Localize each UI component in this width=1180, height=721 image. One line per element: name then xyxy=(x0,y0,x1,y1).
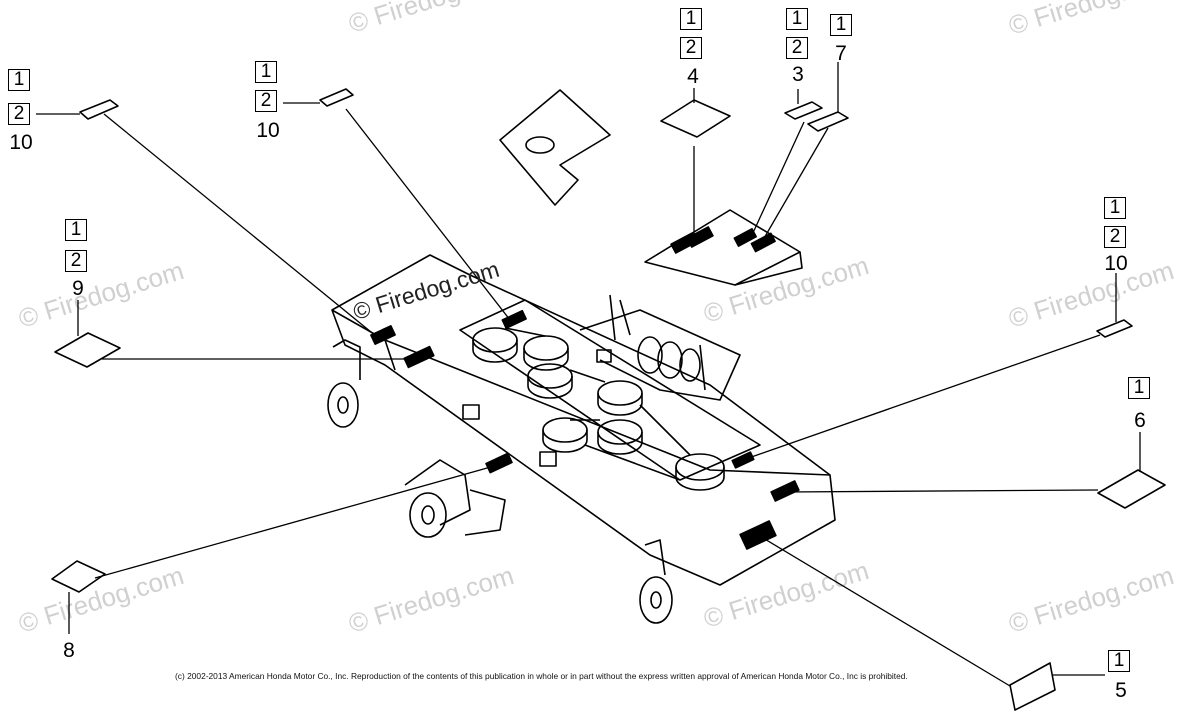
decal-8 xyxy=(51,560,106,593)
copyright-notice: (c) 2002-2013 American Honda Motor Co., … xyxy=(175,671,908,681)
leader-lines xyxy=(36,62,1141,687)
decal-10-tc xyxy=(319,88,354,107)
callout-number: 8 xyxy=(63,639,75,662)
callout-number: 10 xyxy=(1104,252,1128,275)
callout-box: 1 xyxy=(1104,197,1126,219)
caster-wheels xyxy=(327,339,673,624)
decal-outlines xyxy=(51,88,1166,711)
decal-4 xyxy=(660,99,731,138)
callout-number: 9 xyxy=(72,277,84,300)
callout-box: 2 xyxy=(65,250,87,272)
callout-number: 6 xyxy=(1134,409,1146,432)
callout-box: 2 xyxy=(680,37,702,59)
callout-number: 7 xyxy=(835,42,847,65)
separate-panel xyxy=(499,89,611,206)
decal-7 xyxy=(807,111,849,132)
callout-box: 1 xyxy=(255,61,277,83)
decal-3 xyxy=(784,101,823,120)
belt-cover-panel xyxy=(644,209,803,286)
callout-number: 3 xyxy=(792,63,804,86)
callout-number: 10 xyxy=(9,131,33,154)
callout-box: 2 xyxy=(1104,226,1126,248)
callout-number: 10 xyxy=(256,119,280,142)
decal-6 xyxy=(1097,469,1166,509)
callout-box: 2 xyxy=(786,37,808,59)
callout-box: 1 xyxy=(8,69,30,91)
callout-box: 2 xyxy=(255,90,277,112)
decal-10-tl xyxy=(79,99,119,120)
callout-box: 1 xyxy=(680,8,702,30)
callout-box: 1 xyxy=(786,8,808,30)
callout-box: 2 xyxy=(8,103,30,125)
callout-number: 5 xyxy=(1115,679,1127,702)
callout-box: 1 xyxy=(1108,650,1130,672)
decal-5 xyxy=(1009,662,1056,711)
callout-number: 4 xyxy=(687,65,699,88)
decal-10-right xyxy=(1096,319,1133,338)
mower-deck xyxy=(331,254,836,586)
callout-box: 1 xyxy=(1128,377,1150,399)
decal-9 xyxy=(54,332,121,368)
callout-box: 1 xyxy=(830,14,852,36)
callout-box: 1 xyxy=(65,219,87,241)
